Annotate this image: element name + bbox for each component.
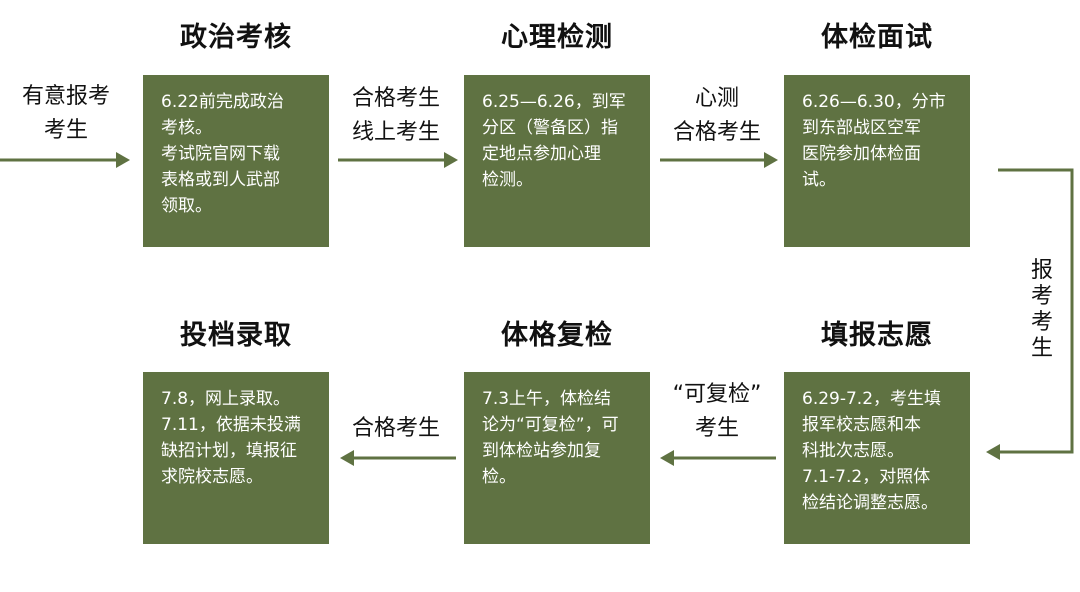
stage-desc-psych-test: 6.25—6.26，到军 分区（警备区）指 定地点参加心理 检测。 bbox=[482, 92, 626, 190]
connector-label-psych-qualified: 心测 合格考生 bbox=[672, 86, 761, 145]
arrowhead-1 bbox=[444, 152, 458, 168]
stage-title-admission: 投档录取 bbox=[180, 320, 292, 351]
stage-title-application: 填报志愿 bbox=[821, 320, 933, 351]
stage-desc-admission: 7.8，网上录取。 7.11，依据未投满 缺招计划，填报征 求院校志愿。 bbox=[161, 389, 301, 487]
arrowhead-4 bbox=[660, 450, 674, 466]
arrowhead-5 bbox=[340, 450, 354, 466]
connector-label-recheck-eligible: “可复检” 考生 bbox=[672, 382, 762, 441]
stage-title-political-review: 政治考核 bbox=[180, 22, 292, 53]
arrow-stage3-to-stage4 bbox=[998, 168, 1074, 454]
arrowhead-2 bbox=[764, 152, 778, 168]
stage-desc-recheck: 7.3上午，体检结 论为“可复检”，可 到体检站参加复 检。 bbox=[482, 389, 619, 487]
stage-box-physical-exam: 6.26—6.30，分市 到东部战区空军 医院参加体检面 试。 bbox=[784, 75, 970, 247]
connector-label-qualified: 合格考生 bbox=[351, 416, 440, 441]
arrowhead-3 bbox=[986, 444, 1000, 460]
stage-desc-political-review: 6.22前完成政治 考核。 考试院官网下载 表格或到人武部 领取。 bbox=[161, 92, 284, 216]
arrowhead-start bbox=[116, 152, 130, 168]
stage-title-psych-test: 心理检测 bbox=[501, 22, 613, 53]
stage-box-political-review: 6.22前完成政治 考核。 考试院官网下载 表格或到人武部 领取。 bbox=[143, 75, 329, 247]
stage-desc-application: 6.29-7.2，考生填 报军校志愿和本 科批次志愿。 7.1-7.2，对照体 … bbox=[802, 389, 942, 513]
stage-box-application: 6.29-7.2，考生填 报军校志愿和本 科批次志愿。 7.1-7.2，对照体 … bbox=[784, 372, 970, 544]
stage-box-psych-test: 6.25—6.26，到军 分区（警备区）指 定地点参加心理 检测。 bbox=[464, 75, 650, 247]
connector-label-qualified-online: 合格考生 线上考生 bbox=[351, 86, 440, 145]
connector-label-applicants: 报 考 考 生 bbox=[1030, 258, 1053, 361]
connector-label-start: 有意报考 考生 bbox=[21, 84, 110, 143]
stage-desc-physical-exam: 6.26—6.30，分市 到东部战区空军 医院参加体检面 试。 bbox=[802, 92, 946, 190]
stage-box-admission: 7.8，网上录取。 7.11，依据未投满 缺招计划，填报征 求院校志愿。 bbox=[143, 372, 329, 544]
stage-box-recheck: 7.3上午，体检结 论为“可复检”，可 到体检站参加复 检。 bbox=[464, 372, 650, 544]
stage-title-recheck: 体格复检 bbox=[501, 320, 613, 351]
stage-title-physical-exam: 体检面试 bbox=[821, 22, 933, 53]
